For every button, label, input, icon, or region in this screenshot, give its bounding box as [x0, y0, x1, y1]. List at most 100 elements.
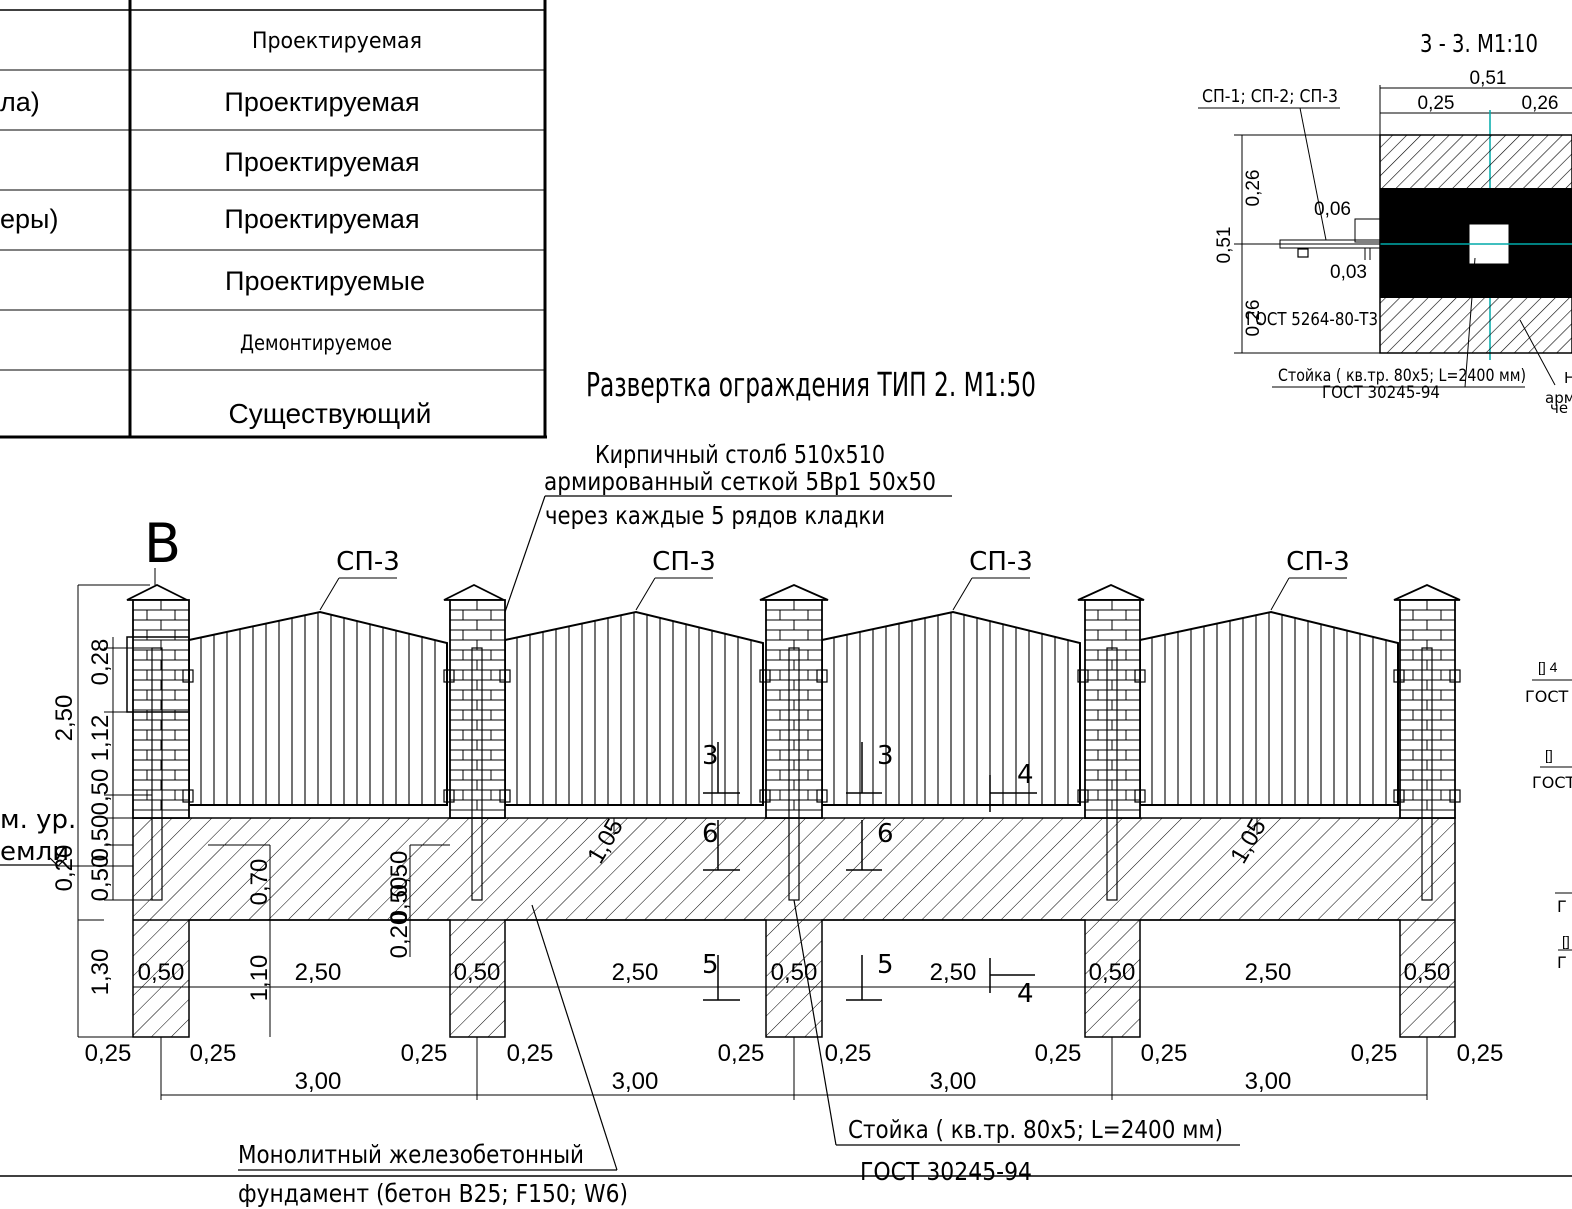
section-marks [703, 742, 1037, 1001]
dim-lower-height: 0,50 [87, 769, 114, 816]
panel-labels: СП-3 СП-3 СП-3 СП-3 [319, 547, 1350, 611]
dim-pillar-4: 0,50 [1089, 959, 1136, 986]
dim-axis-3: 3,00 [930, 1068, 977, 1095]
legend-row-2: Проектируемая [224, 87, 419, 117]
dim-foundation-depth: 1,30 [87, 949, 114, 996]
post-note-line-2: ГОСТ 30245-94 [860, 1157, 1032, 1186]
left-dimension-chain [77, 584, 152, 1038]
section-fragment-n: Н [1564, 369, 1572, 387]
fence-panel-3 [821, 610, 1081, 806]
brick-pillar-1 [126, 583, 190, 901]
elevation-title: Развертка ограждения ТИП 2. М1:50 [586, 365, 1036, 404]
fixing-brackets [182, 669, 1461, 803]
dim-pillar-1: 0,50 [138, 959, 185, 986]
brick-pillar-3 [759, 584, 829, 901]
dim-span-3: 2,50 [930, 959, 977, 986]
section-mark-6a: 6 [702, 819, 719, 849]
legend-row-4: Проектируемая [224, 204, 419, 234]
post-note-line-1: Стойка ( кв.тр. 80х5; L=2400 мм) [848, 1115, 1223, 1144]
dim-half-4: 0,25 [507, 1040, 554, 1067]
section-mark-3b: 3 [877, 741, 894, 771]
edge-fragment-2: ГОСТ [1525, 687, 1569, 706]
legend-row-7: Существующий [229, 398, 432, 429]
legend-table: Проектируемая Проектируемая Проектируема… [0, 0, 547, 439]
dim-plinth-height: 0,50 [87, 815, 114, 862]
section-label-weld: ГОСТ 5264-80-Т3 [1246, 309, 1378, 330]
right-edge-fragments: [] 4 ГОСТ [] ГОСТ Г [] Г [1525, 659, 1572, 972]
edge-fragment-4: ГОСТ [1532, 773, 1572, 792]
pillar-note-line-1: Кирпичный столб 510х510 [595, 440, 885, 469]
edge-fragment-7: Г [1557, 953, 1567, 972]
dim-half-3: 0,25 [401, 1040, 448, 1067]
dim-pillar-5: 0,50 [1404, 959, 1451, 986]
dim-half-6: 0,25 [825, 1040, 872, 1067]
section-dim-total-left: 0,51 [1214, 227, 1235, 264]
dim-axis-4: 3,00 [1245, 1068, 1292, 1095]
dim-cap-height: 0,28 [87, 639, 114, 686]
section-mark-5a: 5 [702, 950, 719, 980]
legend-left-fragment-2: еры) [0, 204, 58, 234]
fence-panel-4 [1139, 610, 1399, 806]
edge-fragment-1: [] 4 [1538, 659, 1558, 675]
section-title: 3 - 3. М1:10 [1420, 29, 1538, 58]
pillar-note-line-3: через каждые 5 рядов кладки [545, 501, 885, 530]
dim-total-height: 2,50 [51, 695, 78, 742]
panel-label-2: СП-3 [652, 547, 716, 577]
section-dim-weld: 0,03 [1330, 262, 1367, 283]
pillar-note-line-2: армированный сеткой 5Вр1 50х50 [544, 467, 936, 496]
ground-label-1: м. ур. [0, 805, 76, 835]
dim-inner-110: 1,10 [246, 955, 273, 1002]
pillar-note: Кирпичный столб 510х510 армированный сет… [504, 440, 952, 613]
dim-pillar-3: 0,50 [771, 959, 818, 986]
section-mark-5b: 5 [877, 950, 894, 980]
dim-half-8: 0,25 [1141, 1040, 1188, 1067]
section-mark-6b: 6 [877, 819, 894, 849]
legend-row-1: Проектируемая [252, 29, 422, 54]
section-dim-top-left: 0,26 [1243, 170, 1264, 207]
section-mark-4a: 4 [1017, 760, 1034, 790]
dim-half-7: 0,25 [1035, 1040, 1082, 1067]
dim-upper-height: 1,12 [87, 715, 114, 762]
section-label-panels: СП-1; СП-2; СП-3 [1202, 86, 1338, 107]
axis-letter: В [144, 512, 181, 575]
edge-fragment-6: [] [1562, 933, 1570, 949]
dim-span-4: 2,50 [1245, 959, 1292, 986]
dim-slab-height: 0,20 [51, 845, 78, 892]
dim-half-10: 0,25 [1457, 1040, 1504, 1067]
section-label-post: Стойка ( кв.тр. 80х5; L=2400 мм) [1278, 366, 1526, 386]
legend-row-5: Проектируемые [225, 266, 425, 296]
dim-inner-020: 0,20 [386, 912, 413, 959]
dim-inner-070: 0,70 [246, 859, 273, 906]
dim-axis-1: 3,00 [295, 1068, 342, 1095]
section-mark-3a: 3 [702, 741, 719, 771]
section-fragment-0b: 0 [1555, 269, 1566, 290]
section-detail-3-3: 3 - 3. М1:10 0,51 0,25 0,26 0,51 0,26 0,… [1198, 29, 1572, 417]
ground-label-2: емли [0, 837, 69, 867]
dim-half-9: 0,25 [1351, 1040, 1398, 1067]
post-note: Стойка ( кв.тр. 80х5; L=2400 мм) ГОСТ 30… [793, 899, 1240, 1186]
dim-pillar-2: 0,50 [454, 959, 501, 986]
brick-pillar-2 [443, 583, 506, 901]
section-fragment-arm: арм [1545, 389, 1572, 407]
panel-label-3: СП-3 [969, 547, 1033, 577]
section-label-post-gost: ГОСТ 30245-94 [1322, 383, 1440, 403]
section-dim-total-top: 0,51 [1470, 68, 1507, 89]
brick-pillar-4 [1077, 584, 1145, 901]
fence-panel-2 [504, 610, 764, 806]
section-fragment-0a: 0 [1555, 199, 1566, 220]
foundation-note: Монолитный железобетонный фундамент (бет… [238, 904, 628, 1208]
legend-row-3: Проектируемая [224, 147, 419, 177]
fence-panel-1 [188, 610, 448, 806]
legend-row-6: Демонтируемое [240, 331, 392, 355]
dim-half-2: 0,25 [190, 1040, 237, 1067]
inner-dimensions [190, 844, 1400, 1037]
edge-fragment-5: Г [1557, 897, 1567, 916]
axis-extension-lines [160, 1037, 1428, 1100]
dim-inner-050b: 0,50 [386, 877, 413, 924]
brick-pillar-5 [1393, 584, 1461, 901]
legend-left-fragment-1: ла) [0, 87, 40, 117]
section-dim-bottom-left: 0,26 [1243, 300, 1264, 337]
dim-half-5: 0,25 [718, 1040, 765, 1067]
panel-label-1: СП-3 [336, 547, 400, 577]
